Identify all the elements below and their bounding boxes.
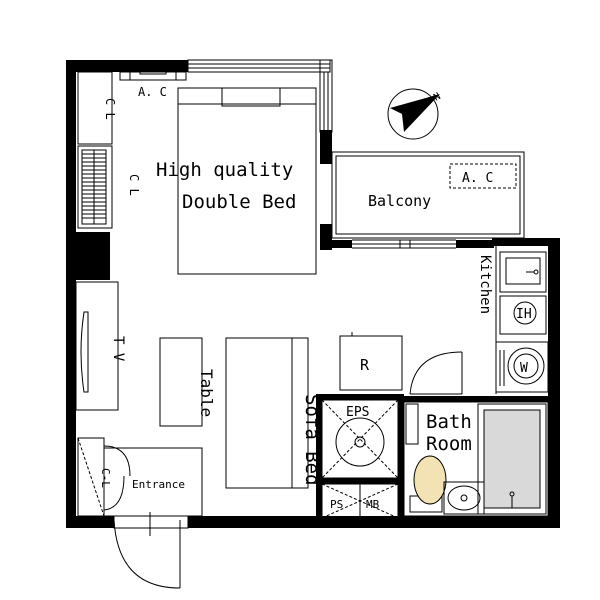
- eps-shaft: [321, 399, 399, 519]
- balcony-label: Balcony: [368, 192, 431, 210]
- mb-label: MB: [366, 498, 380, 511]
- kitchen-label: Kitchen: [477, 255, 493, 314]
- svg-text:N: N: [432, 91, 443, 104]
- bedroom-ac-label: A. C: [138, 85, 167, 99]
- closets: [77, 71, 113, 229]
- ps-label: PS: [330, 498, 343, 511]
- ih-label: IH: [516, 307, 532, 322]
- balcony-ac-label: A. C: [462, 171, 493, 186]
- bed-label-line1: High quality: [156, 159, 293, 181]
- north-arrow-icon: N: [387, 88, 443, 140]
- bath-label-line2: Room: [426, 433, 472, 455]
- bedroom-ac-unit: [119, 69, 187, 81]
- tv-label: T V: [110, 336, 126, 362]
- bathroom: [403, 351, 549, 517]
- washer-label: W: [520, 361, 528, 376]
- small-closet-bath: [405, 403, 419, 445]
- tv-stand: [75, 281, 119, 411]
- sofa-bed-label: Sofa Bed: [301, 394, 323, 486]
- bath-label-line1: Bath: [426, 411, 472, 433]
- double-bed: [177, 87, 317, 275]
- fridge: [339, 332, 403, 391]
- table-label: Table: [197, 369, 216, 417]
- eps-label: EPS: [346, 405, 369, 420]
- kitchen: [495, 246, 549, 394]
- entrance-label: Entrance: [132, 478, 185, 491]
- sofa-bed: [225, 337, 309, 489]
- bedroom-window: [187, 59, 333, 133]
- fridge-label: R: [360, 356, 370, 374]
- closet-mid-label: C L: [127, 174, 141, 196]
- bed-label-line2: Double Bed: [182, 191, 296, 213]
- entrance-area: [77, 437, 203, 517]
- front-door[interactable]: [113, 512, 189, 589]
- closet-top-label: C L: [103, 98, 117, 120]
- walls: [66, 60, 560, 528]
- balcony: [331, 151, 525, 249]
- closet-entrance-label: C-L: [99, 468, 112, 488]
- table: [159, 337, 203, 427]
